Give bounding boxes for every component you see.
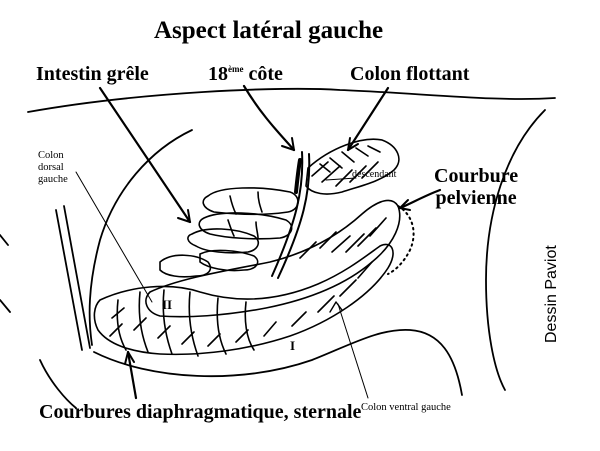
label-courbures-diaphragmatique-sternale: Courbures diaphragmatique, sternale (39, 401, 362, 423)
line-ventral (337, 303, 369, 399)
label-intestin-grele: Intestin grêle (36, 63, 149, 85)
label-descendant: descendant (352, 169, 397, 180)
label-colon-dorsal-gauche: Colon dorsal gauche (38, 150, 68, 186)
label-colon-dorsal-line-1: Colon (38, 150, 64, 161)
numeral-upper: II (162, 297, 172, 312)
label-cote-word: côte (248, 63, 283, 85)
belly-line (93, 329, 463, 396)
colon-dorsal-gauche-band (145, 199, 401, 318)
colon-ventral-gauche-band (93, 243, 394, 357)
label-colon-ventral-gauche: Colon ventral gauche (361, 402, 451, 413)
signature-dessin-paviot: Dessin Paviot (543, 245, 560, 343)
label-colon-dorsal-line-2: dorsal (38, 162, 64, 173)
label-cote-number: 18 (208, 63, 228, 85)
cut-left-2 (0, 299, 11, 313)
floating-colon (305, 138, 400, 195)
label-colon-dorsal-line-3: gauche (38, 174, 68, 185)
label-cote-superscript: ème (228, 64, 244, 74)
thigh-line (485, 109, 546, 391)
label-18eme-cote: 18ème côte (208, 64, 283, 84)
flank-line (39, 359, 77, 409)
diaphragm-band-inner (63, 205, 91, 349)
rib-cage-arc (88, 129, 193, 346)
arrow-colon-flottant (346, 86, 390, 152)
line-descendant (325, 177, 357, 181)
diaphragm-band-outer (55, 209, 83, 351)
back-line (27, 87, 556, 113)
line-dorsal (75, 171, 153, 303)
cut-left (0, 234, 9, 246)
arrow-courbure (398, 188, 442, 210)
arrow-intestin (98, 86, 192, 224)
pointer-arrows (75, 84, 442, 400)
figure-title: Aspect latéral gauche (154, 17, 384, 44)
label-courbure-pelvienne: Courbure pelvienne (434, 166, 518, 208)
label-colon-flottant: Colon flottant (350, 63, 470, 85)
label-courbure-line-1: Courbure (434, 165, 519, 187)
pelvic-flexure-dots (387, 205, 415, 275)
arrow-cote (242, 84, 296, 152)
arrow-diaph (126, 350, 138, 400)
small-intestine (159, 187, 299, 278)
numeral-lower: I (290, 338, 295, 353)
rib-18 (271, 151, 311, 279)
body-outline (0, 87, 556, 409)
label-courbure-line-2: pelvienne (435, 187, 517, 209)
